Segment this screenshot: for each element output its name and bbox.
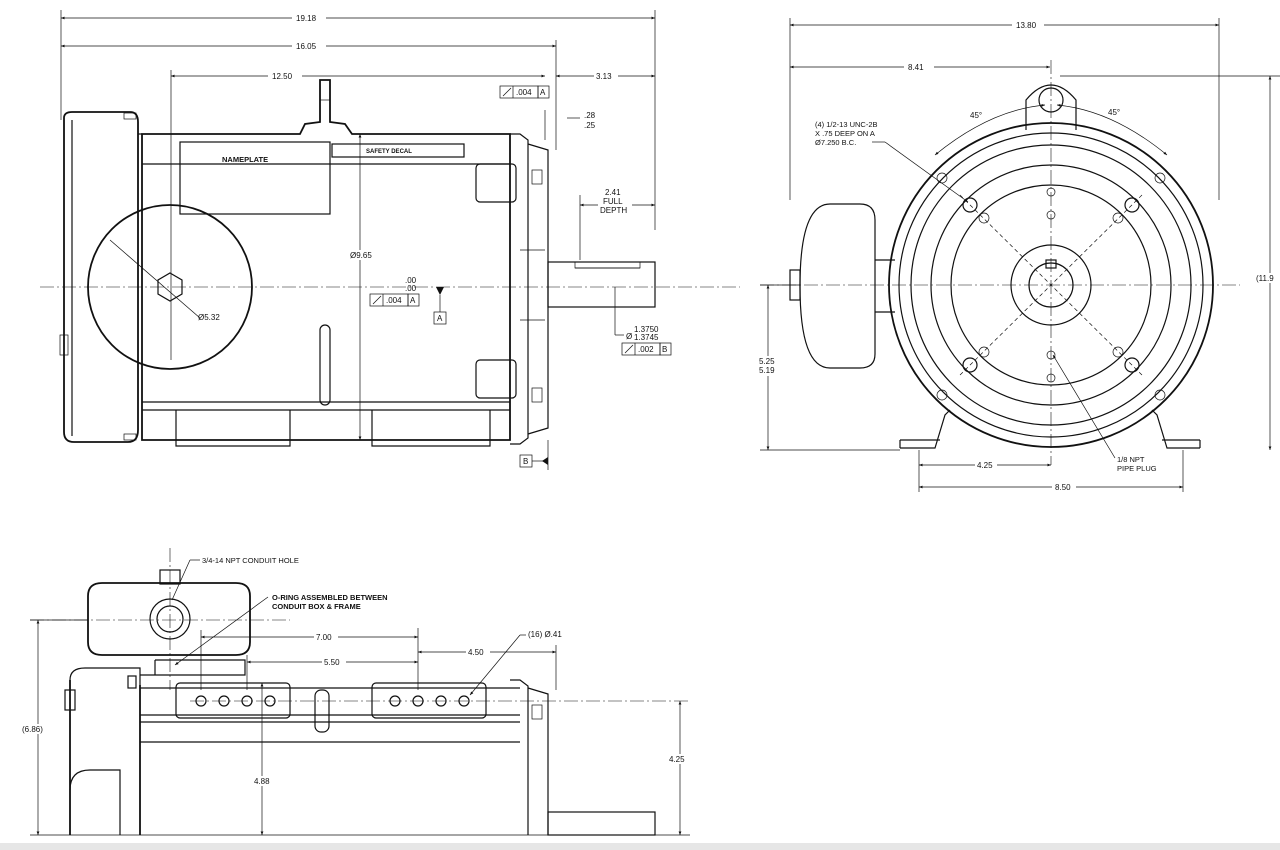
svg-text:.002: .002 <box>638 345 654 354</box>
dim-fan-diameter: Ø5.32 <box>198 313 220 322</box>
datum-a-label: A <box>437 314 443 323</box>
dim-frame-length: 16.05 <box>296 42 317 51</box>
dim-shaft-diameter-top: 1.3750 <box>634 325 659 334</box>
dim-450: 4.50 <box>468 648 484 657</box>
dim-foot-span: 8.50 <box>1055 483 1071 492</box>
dim-full-depth: 2.41 <box>605 188 621 197</box>
side-view: 19.18 16.05 12.50 3.13 .004 A .28 .25 2. <box>40 10 740 470</box>
dim-shaft-diameter-bottom: 1.3745 <box>634 333 659 342</box>
dim-half-foot: 4.25 <box>977 461 993 470</box>
svg-text:FULL: FULL <box>603 197 623 206</box>
svg-text:A: A <box>540 88 546 97</box>
bolt-note-line2: X .75 DEEP ON A <box>815 129 875 138</box>
svg-text:A: A <box>410 296 416 305</box>
dim-700: 7.00 <box>316 633 332 642</box>
svg-text:.004: .004 <box>386 296 402 305</box>
safety-decal-label: SAFETY DECAL <box>366 149 412 155</box>
holes-note: (16) Ø.41 <box>528 630 562 639</box>
dim-flatness-bottom: .00 <box>405 284 417 293</box>
dim-end-width: 13.80 <box>1016 21 1037 30</box>
angle-left: 45° <box>970 111 982 120</box>
end-view: 13.80 8.41 (11.9 <box>758 18 1280 492</box>
conduit-hole-note: 3/4-14 NPT CONDUIT HOLE <box>202 556 299 565</box>
plug-note-line2: PIPE PLUG <box>1117 464 1157 473</box>
svg-text:DEPTH: DEPTH <box>600 206 627 215</box>
dim-550: 5.50 <box>324 658 340 667</box>
svg-text:B: B <box>662 345 667 354</box>
page-bottom-strip <box>0 843 1280 850</box>
top-view: 3/4-14 NPT CONDUIT HOLE O-RING ASSEMBLED… <box>20 548 690 836</box>
dim-end-height: (11.9 <box>1256 274 1274 283</box>
dim-half-width: 8.41 <box>908 63 924 72</box>
plug-note-line1: 1/8 NPT <box>1117 455 1145 464</box>
dim-flatness-top: .00 <box>405 276 417 285</box>
dim-shoulder-top: .28 <box>584 111 596 120</box>
dim-frame-diameter: Ø9.65 <box>350 251 372 260</box>
tolerance-frame-top: .004 A <box>499 85 550 99</box>
datum-b-label: B <box>523 457 528 466</box>
bolt-note-line1: (4) 1/2-13 UNC-2B <box>815 120 878 129</box>
dim-488: 4.88 <box>254 777 270 786</box>
bolt-note-line3: Ø7.250 B.C. <box>815 138 856 147</box>
dim-overall-length: 19.18 <box>296 14 317 23</box>
dim-shaft-height-top: 5.25 <box>759 357 775 366</box>
dim-shaft-height-bottom: 5.19 <box>759 366 775 375</box>
dim-425: 4.25 <box>669 755 685 764</box>
tolerance-frame-mid: .004 A <box>369 293 420 307</box>
dim-shoulder-bottom: .25 <box>584 121 596 130</box>
dim-mount-length: 12.50 <box>272 72 293 81</box>
svg-text:Ø: Ø <box>626 332 632 341</box>
dim-shaft-extension: 3.13 <box>596 72 612 81</box>
nameplate-label: NAMEPLATE <box>222 155 268 164</box>
oring-note-line1: O-RING ASSEMBLED BETWEEN <box>272 593 388 602</box>
tolerance-frame-shaft: .002 B <box>621 342 672 356</box>
angle-right: 45° <box>1108 108 1120 117</box>
oring-note-line2: CONDUIT BOX & FRAME <box>272 602 361 611</box>
dim-686: (6.86) <box>22 725 43 734</box>
svg-text:.004: .004 <box>516 88 532 97</box>
